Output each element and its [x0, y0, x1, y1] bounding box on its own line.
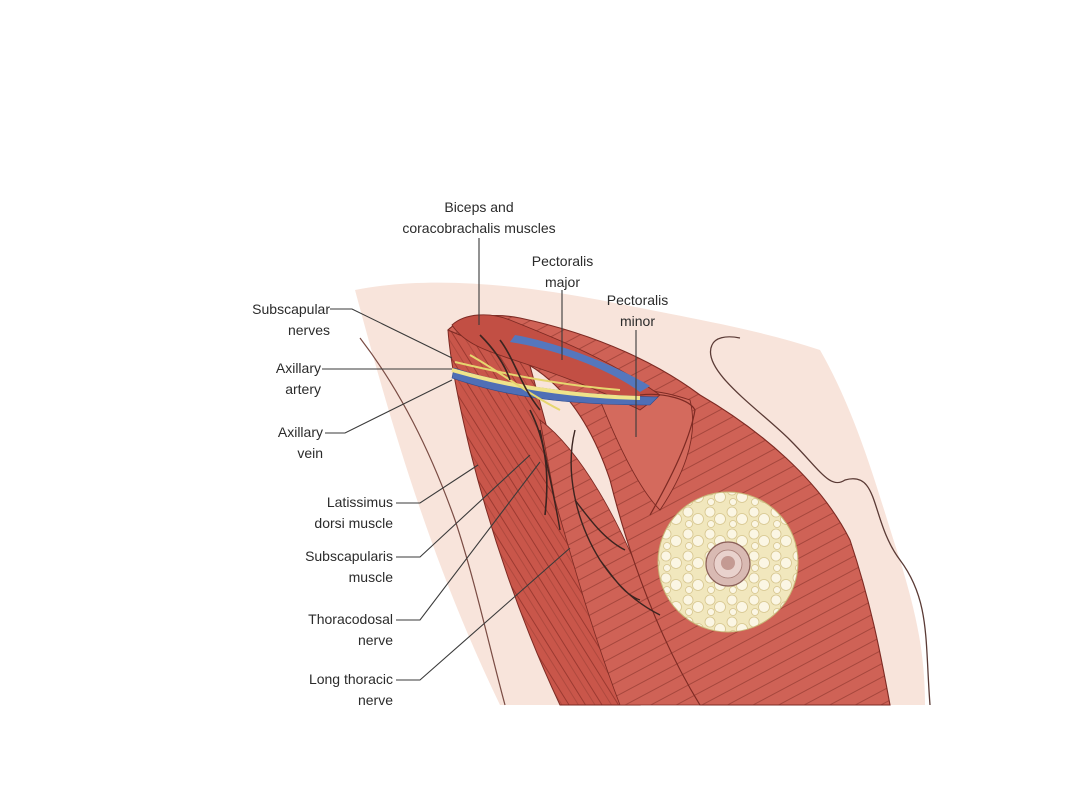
label-thoracodorsal: Thoracodosal nerve — [308, 611, 393, 648]
thoracodorsal-nerve-path — [539, 429, 561, 531]
leader-thoracodorsal — [396, 461, 541, 621]
body-contour — [359, 337, 506, 706]
label-latissimus: Latissimus dorsi muscle — [314, 494, 393, 531]
label-subscapular-nerves: Subscapular nerves — [252, 301, 330, 338]
leader-subscapular — [330, 308, 453, 359]
label-pectoralis-minor: Pectoralis minor — [606, 292, 669, 329]
label-biceps: Biceps and coracobrachalis muscles — [402, 199, 556, 236]
leader-subscapularis — [396, 454, 531, 558]
label-long-thoracic: Long thoracic nerve — [308, 671, 393, 708]
leader-latissimus — [396, 464, 479, 504]
body-contour-right — [709, 344, 931, 706]
axillary-vein-upper — [510, 335, 650, 392]
label-pectoralis-major: Pectoralis major — [531, 253, 594, 290]
leader-long-thoracic — [396, 547, 571, 681]
label-axillary-vein: Axillary vein — [277, 424, 323, 461]
axillary-artery-vessel — [451, 368, 641, 400]
label-axillary-artery: Axillary artery — [275, 360, 321, 397]
leader-vein — [325, 379, 453, 434]
label-subscapularis: Subscapularis muscle — [305, 548, 393, 585]
long-thoracic-nerve-path — [570, 429, 661, 616]
nipple — [721, 556, 735, 570]
